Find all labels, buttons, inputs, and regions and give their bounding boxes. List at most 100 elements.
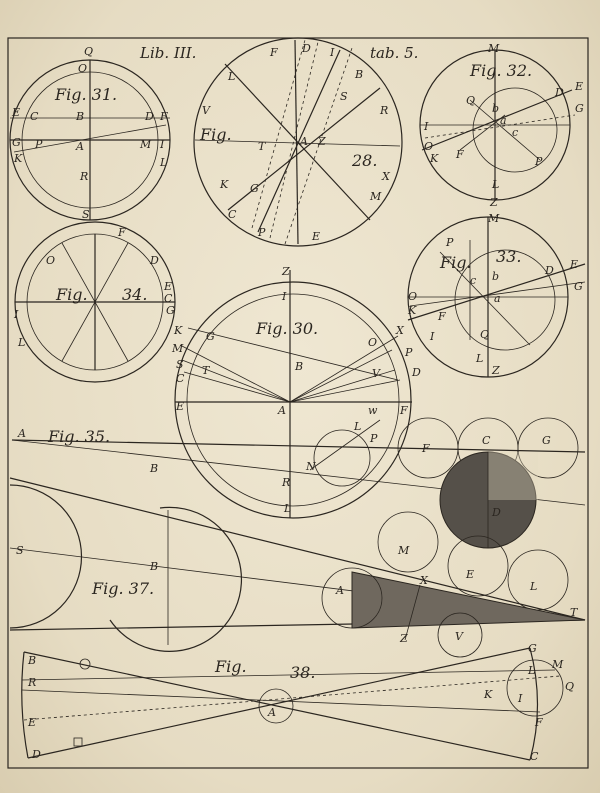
svg-text:O: O (78, 62, 87, 75)
svg-text:A: A (335, 584, 344, 597)
plate-frame (7, 37, 589, 769)
svg-text:V: V (372, 367, 381, 380)
svg-text:I: I (159, 138, 165, 151)
svg-text:R: R (79, 170, 88, 183)
svg-text:R: R (281, 476, 290, 489)
svg-text:K: K (219, 178, 229, 191)
svg-text:P: P (257, 226, 266, 239)
svg-text:K: K (173, 324, 183, 337)
svg-text:M: M (487, 42, 500, 55)
svg-text:K: K (13, 152, 23, 165)
svg-text:Z: Z (399, 632, 408, 645)
svg-text:S: S (176, 358, 184, 371)
svg-text:B: B (354, 68, 363, 81)
svg-text:B: B (27, 654, 36, 667)
svg-text:b: b (492, 270, 499, 283)
figure-31: Fig. 31. Q O B A R S E C G P K D F M I L (9, 45, 171, 221)
svg-text:M: M (369, 190, 382, 203)
svg-text:L: L (353, 420, 361, 433)
svg-text:F: F (421, 442, 430, 455)
svg-text:G: G (574, 280, 583, 293)
svg-text:C: C (30, 110, 39, 123)
svg-text:L: L (283, 502, 291, 515)
svg-text:c: c (470, 274, 476, 287)
figure-28: Fig. 28. A F D I B L V T K G C P E R X M… (193, 37, 403, 247)
svg-text:F: F (159, 110, 168, 123)
fig38-caption-b: 38. (290, 663, 315, 682)
svg-text:E: E (311, 230, 320, 243)
fig33-caption-a: Fig. (439, 253, 472, 272)
svg-text:D: D (491, 506, 501, 519)
svg-text:I: I (423, 120, 429, 133)
fig28-caption-a: Fig. (199, 125, 232, 144)
svg-text:L: L (527, 664, 535, 677)
svg-text:L: L (491, 178, 499, 191)
figure-33: Fig. 33. M P b a c E D G O K F I Q L Z (407, 212, 586, 378)
svg-text:I: I (329, 46, 335, 59)
svg-text:C: C (482, 434, 491, 447)
svg-text:L: L (529, 580, 537, 593)
svg-text:Q: Q (565, 680, 574, 693)
svg-text:P: P (445, 236, 454, 249)
svg-text:A: A (277, 404, 286, 417)
svg-text:E: E (175, 400, 184, 413)
svg-text:G: G (206, 330, 215, 343)
svg-text:M: M (397, 544, 410, 557)
svg-text:F: F (437, 310, 446, 323)
svg-text:F: F (455, 148, 464, 161)
svg-text:L: L (17, 336, 25, 349)
svg-text:I: I (13, 308, 19, 321)
svg-text:X: X (381, 170, 391, 183)
fig37-caption: Fig. 37. (91, 579, 154, 598)
fig35-caption: Fig. 35. (47, 427, 110, 446)
svg-text:C: C (176, 372, 185, 385)
svg-text:T: T (570, 606, 579, 619)
figure-38: Fig. 38. A B R E D G M L Q K I F C (21, 642, 574, 763)
svg-text:C: C (164, 292, 173, 305)
svg-text:V: V (202, 104, 211, 117)
svg-text:O: O (408, 290, 417, 303)
svg-text:X: X (419, 574, 429, 587)
svg-text:I: I (281, 290, 287, 303)
svg-text:a: a (500, 114, 507, 127)
svg-text:D: D (411, 366, 421, 379)
svg-text:O: O (46, 254, 55, 267)
svg-text:P: P (534, 155, 543, 168)
svg-text:G: G (528, 642, 537, 655)
svg-text:E: E (11, 106, 20, 119)
svg-text:O: O (368, 336, 377, 349)
svg-text:G: G (250, 182, 259, 195)
figure-34: Fig. 34. F D E C G I L O (13, 221, 176, 383)
svg-text:D: D (554, 86, 564, 99)
fig31-caption: Fig. 31. (54, 85, 117, 104)
svg-text:Q: Q (466, 94, 475, 107)
svg-text:L: L (475, 352, 483, 365)
svg-text:D: D (301, 42, 311, 55)
svg-text:P: P (34, 138, 43, 151)
svg-text:P: P (404, 346, 413, 359)
svg-text:D: D (144, 110, 154, 123)
svg-text:c: c (512, 126, 518, 139)
svg-text:E: E (465, 568, 474, 581)
fig34-caption-a: Fig. (55, 285, 88, 304)
svg-text:M: M (551, 658, 564, 671)
svg-text:Q: Q (480, 328, 489, 341)
svg-text:Z: Z (491, 364, 500, 377)
svg-text:F: F (269, 46, 278, 59)
svg-text:M: M (139, 138, 152, 151)
svg-text:K: K (407, 304, 417, 317)
fig33-caption-b: 33. (496, 247, 521, 266)
svg-text:A: A (75, 140, 84, 153)
svg-text:E: E (569, 258, 578, 271)
svg-text:E: E (574, 80, 583, 93)
svg-text:G: G (166, 304, 175, 317)
svg-text:T: T (202, 364, 211, 377)
svg-text:R: R (379, 104, 388, 117)
figure-37: S B Fig. 37. A X Z V T (9, 477, 586, 658)
svg-text:P: P (369, 432, 378, 445)
svg-text:B: B (149, 462, 158, 475)
svg-text:I: I (517, 692, 523, 705)
svg-text:B: B (294, 360, 303, 373)
svg-text:D: D (149, 254, 159, 267)
